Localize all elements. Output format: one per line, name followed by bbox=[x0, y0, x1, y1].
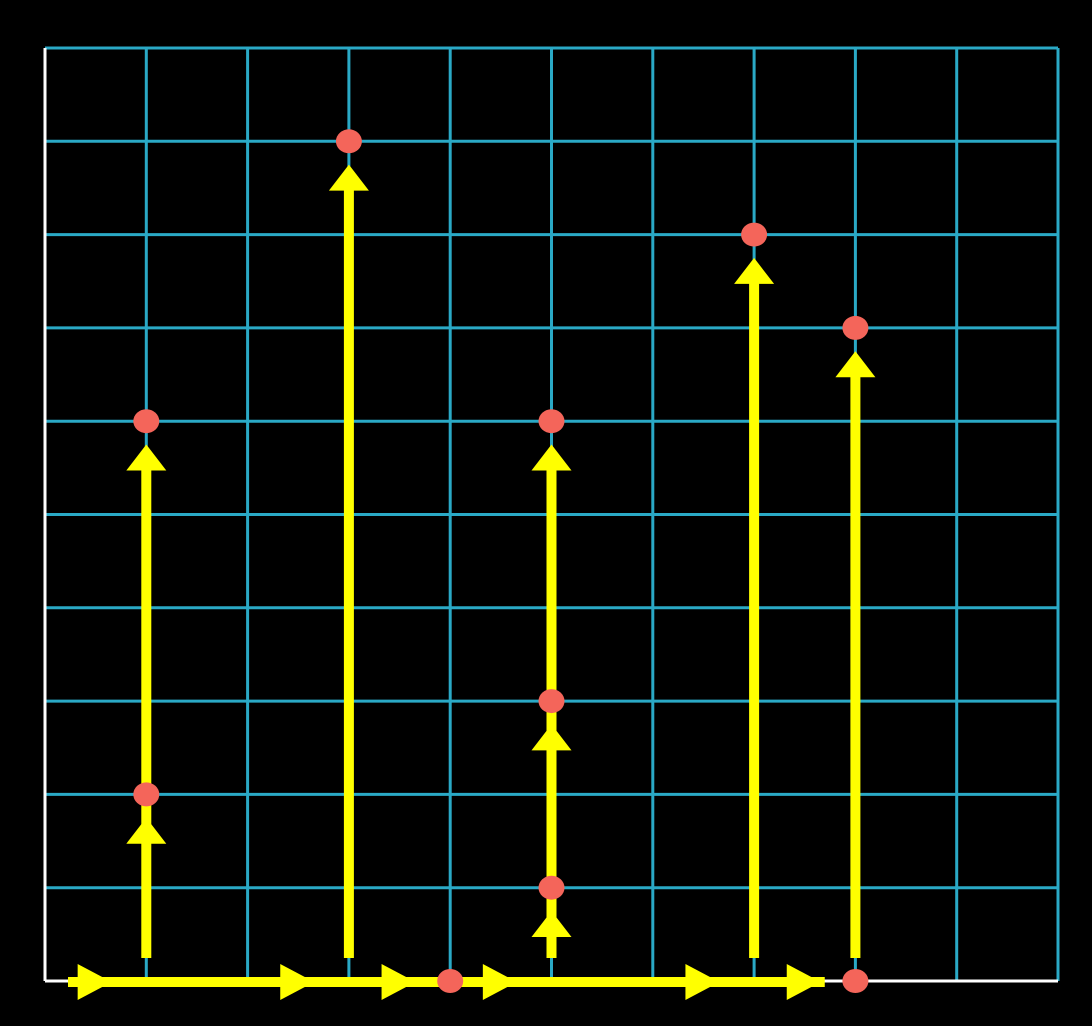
arrow-head-right bbox=[77, 964, 112, 1000]
arrow-head-up bbox=[835, 351, 876, 378]
data-point bbox=[538, 875, 565, 900]
arrow-head-right bbox=[685, 964, 720, 1000]
baseline-point bbox=[437, 969, 464, 993]
arrow-head-up bbox=[531, 911, 572, 938]
data-point bbox=[538, 689, 565, 714]
arrow-head-up bbox=[531, 444, 572, 471]
baseline-point bbox=[842, 969, 869, 993]
arrow-head-up bbox=[126, 444, 167, 471]
data-point bbox=[741, 222, 768, 247]
arrow-head-right bbox=[482, 964, 517, 1000]
data-point bbox=[133, 409, 160, 434]
points bbox=[133, 129, 869, 993]
arrows bbox=[68, 164, 876, 1000]
arrow-head-up bbox=[734, 257, 775, 284]
data-point bbox=[335, 129, 362, 154]
data-point bbox=[538, 409, 565, 434]
arrow-head-right bbox=[786, 964, 821, 1000]
arrow-head-right bbox=[381, 964, 416, 1000]
data-point bbox=[842, 315, 869, 340]
arrow-head-up bbox=[328, 164, 369, 191]
arrow-head-up bbox=[126, 817, 167, 844]
arrow-head-right bbox=[280, 964, 315, 1000]
arrow-head-up bbox=[531, 724, 572, 751]
data-point bbox=[133, 782, 160, 807]
